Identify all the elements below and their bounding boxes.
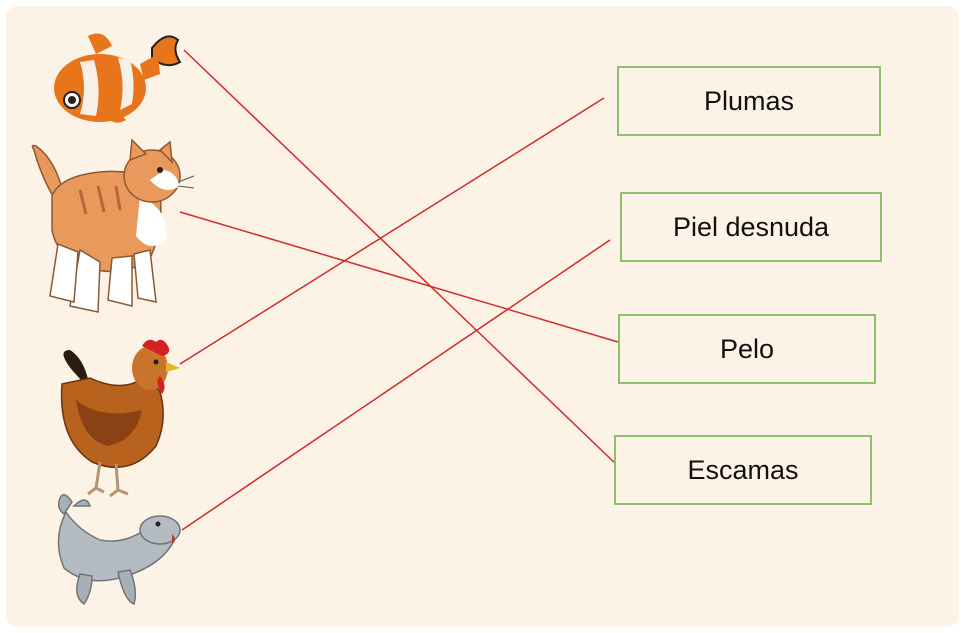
- match-line-fish-escamas[interactable]: [183, 49, 619, 467]
- match-line-cat-pelo[interactable]: [179, 211, 619, 343]
- hen-icon: [60, 339, 180, 498]
- cat-icon: [31, 138, 195, 313]
- label-box-piel-desnuda[interactable]: Piel desnuda: [620, 192, 882, 262]
- seal-icon: [57, 494, 181, 606]
- label-box-plumas[interactable]: Plumas: [617, 66, 881, 136]
- label-text-escamas: Escamas: [687, 454, 799, 485]
- clownfish-icon: [54, 33, 182, 123]
- label-text-pelo: Pelo: [719, 333, 775, 364]
- label-text-piel-desnuda: Piel desnuda: [672, 211, 830, 242]
- label-box-escamas[interactable]: Escamas: [614, 435, 872, 505]
- match-line-hen-plumas[interactable]: [179, 97, 605, 365]
- label-text-plumas: Plumas: [703, 85, 795, 116]
- match-line-seal-piel[interactable]: [181, 239, 611, 531]
- label-box-pelo[interactable]: Pelo: [618, 314, 876, 384]
